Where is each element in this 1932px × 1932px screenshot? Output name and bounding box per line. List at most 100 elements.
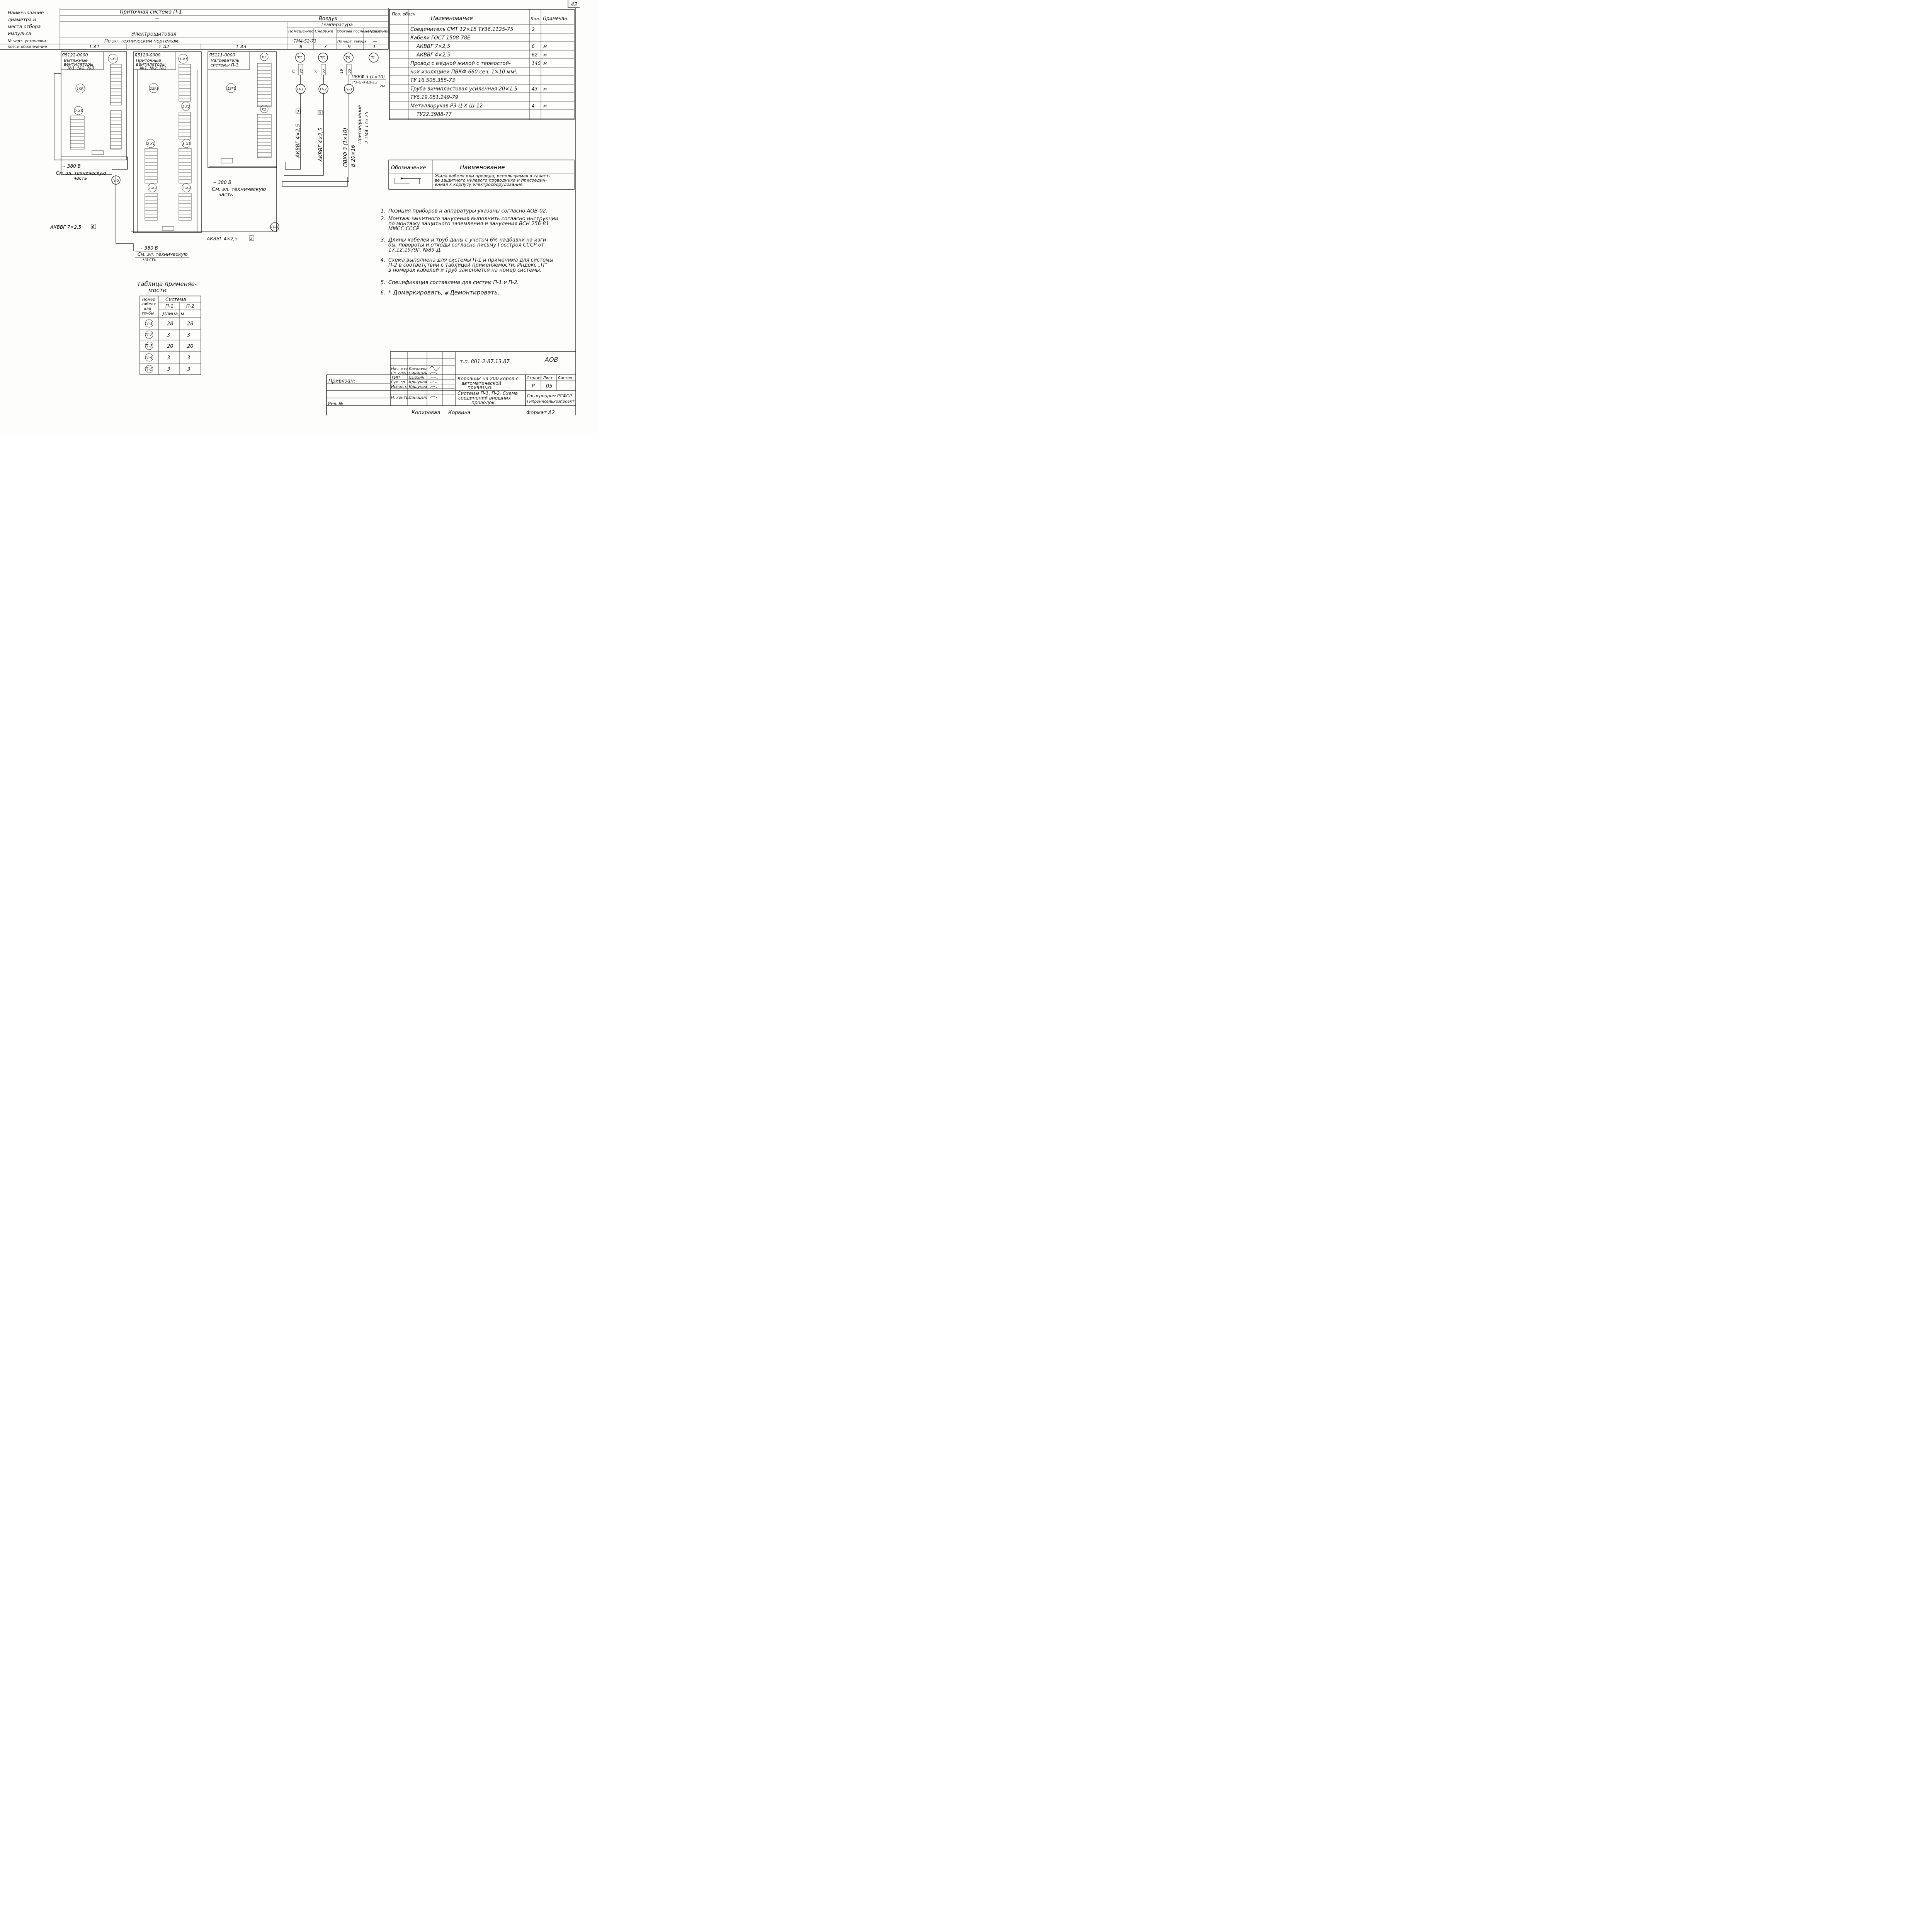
sensor-1-wire-2: 22 <box>300 69 304 73</box>
cable-akvvg-4-label: АКВВГ 4×2,5 <box>206 236 238 242</box>
sensor-ti <box>369 53 379 63</box>
see-el-part-3: См. эл. техническую <box>138 252 188 257</box>
panel-2-terminal-1x2: 1-Х2 <box>182 105 190 109</box>
appl-row-p2: 3 <box>187 367 190 372</box>
attachment-drawing: 2 ТМ4-175-75 <box>364 111 369 144</box>
appl-h-p1: П-1 <box>165 303 173 309</box>
panel-3-code: Я5111-0000 <box>209 53 235 58</box>
spec-row-name: ТУ6.19.051.249-79 <box>410 95 458 100</box>
cable-p4-label: П-4 <box>271 225 278 230</box>
see-el-part-2: См. эл. техническую <box>212 187 266 192</box>
pe-conductor-symbol-2 <box>402 178 421 184</box>
note-number: 5. <box>381 280 385 286</box>
note-number: 1. <box>381 208 385 214</box>
hdr-dash-3: — <box>373 39 377 44</box>
note-line: Схема выполнена для системы П-1 и примен… <box>388 257 553 263</box>
appl-row-p2: 28 <box>187 321 194 327</box>
cable-p3-type: ПВКФ 3 (1×10) <box>343 128 349 167</box>
pos-1-a3: 1-А3 <box>236 44 247 49</box>
air-label: Воздух <box>319 16 337 22</box>
doc-code: т.п. 801-2-87.13.87 <box>460 359 510 365</box>
sensor-tc-2-label: TC <box>320 56 325 60</box>
part-label-2: часть <box>218 192 233 198</box>
panel-2-line-1: вентиляторы <box>136 62 166 67</box>
panel-2-terminal-2x2: 2-Х2 <box>148 187 156 190</box>
name-3: Кршунов <box>409 380 427 384</box>
sensor-3-wire-1: 19 <box>340 69 344 73</box>
spec-header-name: Наименование <box>431 15 473 22</box>
cable-p3-label: П-3 <box>345 87 352 92</box>
appl-row-p2: 3 <box>187 332 190 338</box>
appl-row-p1: 28 <box>167 321 173 327</box>
appl-h-cable-3: трубы <box>141 311 154 316</box>
panel-2-fuse-label: 1SF1 <box>150 87 158 91</box>
sheet-title-2: проводок. <box>471 400 496 405</box>
project-1: автоматической <box>461 381 502 386</box>
cable-p2-type: АКВВГ 4×2,5 <box>318 128 324 162</box>
cable-p1-type: АКВВГ 4×2,5 <box>295 124 301 158</box>
note-number: 3. <box>381 237 385 243</box>
cable-tag-2: 2 <box>250 236 252 241</box>
note-number: 4. <box>381 257 385 263</box>
note-number: 6. <box>381 290 385 296</box>
spec-row-qty: 140 <box>532 61 541 66</box>
signatures <box>429 366 440 398</box>
spec-row-qty: 2 <box>532 27 535 32</box>
cable-tag-6: 6 <box>92 225 94 229</box>
pos-1: 1 <box>373 44 376 49</box>
spec-header-note: Примечан. <box>543 16 569 21</box>
sensor-ts <box>344 53 354 63</box>
spec-header-pos: Поз. обозн. <box>392 12 417 17</box>
appl-row-p1: 3 <box>167 367 170 372</box>
appl-row-marker <box>145 353 153 362</box>
note-line: * Домаркировать, ⧣ Демонтировать. <box>388 289 500 296</box>
by-factory-drawing: По черт. завода <box>337 40 367 44</box>
spec-row-note: м <box>543 86 547 92</box>
pe-conductor-dot <box>401 177 403 180</box>
appl-row-p1: 3 <box>167 355 170 361</box>
panel-3-line-0: Нагреватель <box>211 58 239 63</box>
doc-mark: АОВ <box>544 356 558 363</box>
sensor-ti-label: TI <box>371 56 374 60</box>
metal-hose-label: РЗ-Ц-Х-Ш-12 <box>352 80 378 85</box>
bound-label: Привязан: <box>328 378 355 384</box>
note-line: Монтаж защитного зануления выполнить сог… <box>388 216 558 222</box>
panel-1-a3: Я5111-0000 Нагреватель системы П-1 X1 1S… <box>207 51 277 168</box>
panel-2-terminal-label: 1-Х1 <box>179 58 187 61</box>
cable-p5-label: П-5 <box>112 179 119 183</box>
spec-row-name: Кабели ГОСТ 1508-78Е <box>410 35 471 41</box>
pe-conductor-symbol <box>395 178 410 184</box>
appl-h-cable-0: Номер <box>142 298 155 302</box>
role-5: Н. контр. <box>391 396 410 400</box>
stage-header: Стадия <box>527 376 541 380</box>
panel-2-terminal-3x1: 3-Х1 <box>182 142 190 146</box>
spec-row-name: Провод с медной жилой с термостой- <box>410 61 511 66</box>
legend-desc-2: енная к корпусу электрооборудования. <box>435 182 524 187</box>
sensor-tc-1 <box>295 53 305 63</box>
sensor-1-wire-1: 21 <box>292 69 296 73</box>
electrical-room-label: Электрощитовая <box>131 31 177 37</box>
appl-h-cable-2: или <box>144 307 151 311</box>
pos-8: 8 <box>299 44 303 49</box>
note-line: ММСС СССР. <box>388 226 421 232</box>
spec-row-note: м <box>543 52 547 58</box>
panel-2-terminal-2x1: 2-Х1 <box>147 142 155 146</box>
spec-row-qty: 4 <box>532 103 535 109</box>
sensor-ts-label: TS <box>345 56 350 60</box>
appl-row-p2: 3 <box>187 355 190 361</box>
appl-row-id: П-1 <box>145 321 153 326</box>
note-line: Спецификация составлена для систем П-1 и… <box>388 280 519 286</box>
pos-1-a1: 1-А1 <box>89 44 100 49</box>
applicability-table: Таблица применяе- мости Номер кабеля или… <box>137 281 201 375</box>
cable-routes: П-5 П-4 АКВВГ 7×2,5 6 АКВВГ 4×2,5 2 ~ 38… <box>50 160 279 262</box>
legend-desc-1: ве защитного нулевого проводника и присо… <box>435 178 547 183</box>
specification-table: Поз. обозн. Наименование Кол. Примечан. … <box>389 9 575 120</box>
header-table: Наименование диаметра и места отбора имп… <box>0 8 390 50</box>
inv-label: Инв. № <box>328 401 343 406</box>
panel-1-line-0: Вытяжные <box>64 58 88 63</box>
appl-h-p2: П-2 <box>186 303 194 309</box>
voltage-label-2: ~ 380 В <box>213 180 231 185</box>
appl-row-marker <box>145 330 153 339</box>
page-number: 42 <box>571 2 578 8</box>
sheets-header: Листов <box>557 376 572 380</box>
